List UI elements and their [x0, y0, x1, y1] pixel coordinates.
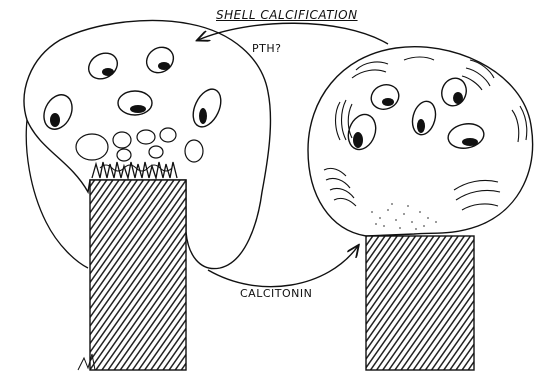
left-cell-vesicles — [76, 128, 203, 162]
left-cell-microvilli — [92, 162, 177, 178]
calcitonin-label: CALCITONIN — [240, 287, 312, 300]
right-cell-nuclei — [344, 75, 486, 154]
right-cell-membrane — [308, 47, 533, 236]
right-cell-stipple — [371, 203, 437, 230]
bottom-arrow — [208, 246, 358, 287]
right-stalk — [366, 236, 474, 370]
left-cell — [24, 21, 270, 370]
left-cell-nuclei — [39, 42, 227, 134]
right-cell — [308, 47, 533, 370]
left-stalk — [90, 180, 186, 370]
pth-label: PTH? — [252, 42, 281, 55]
diagram-title: SHELL CALCIFICATION — [216, 8, 358, 22]
top-arrow — [198, 23, 388, 44]
